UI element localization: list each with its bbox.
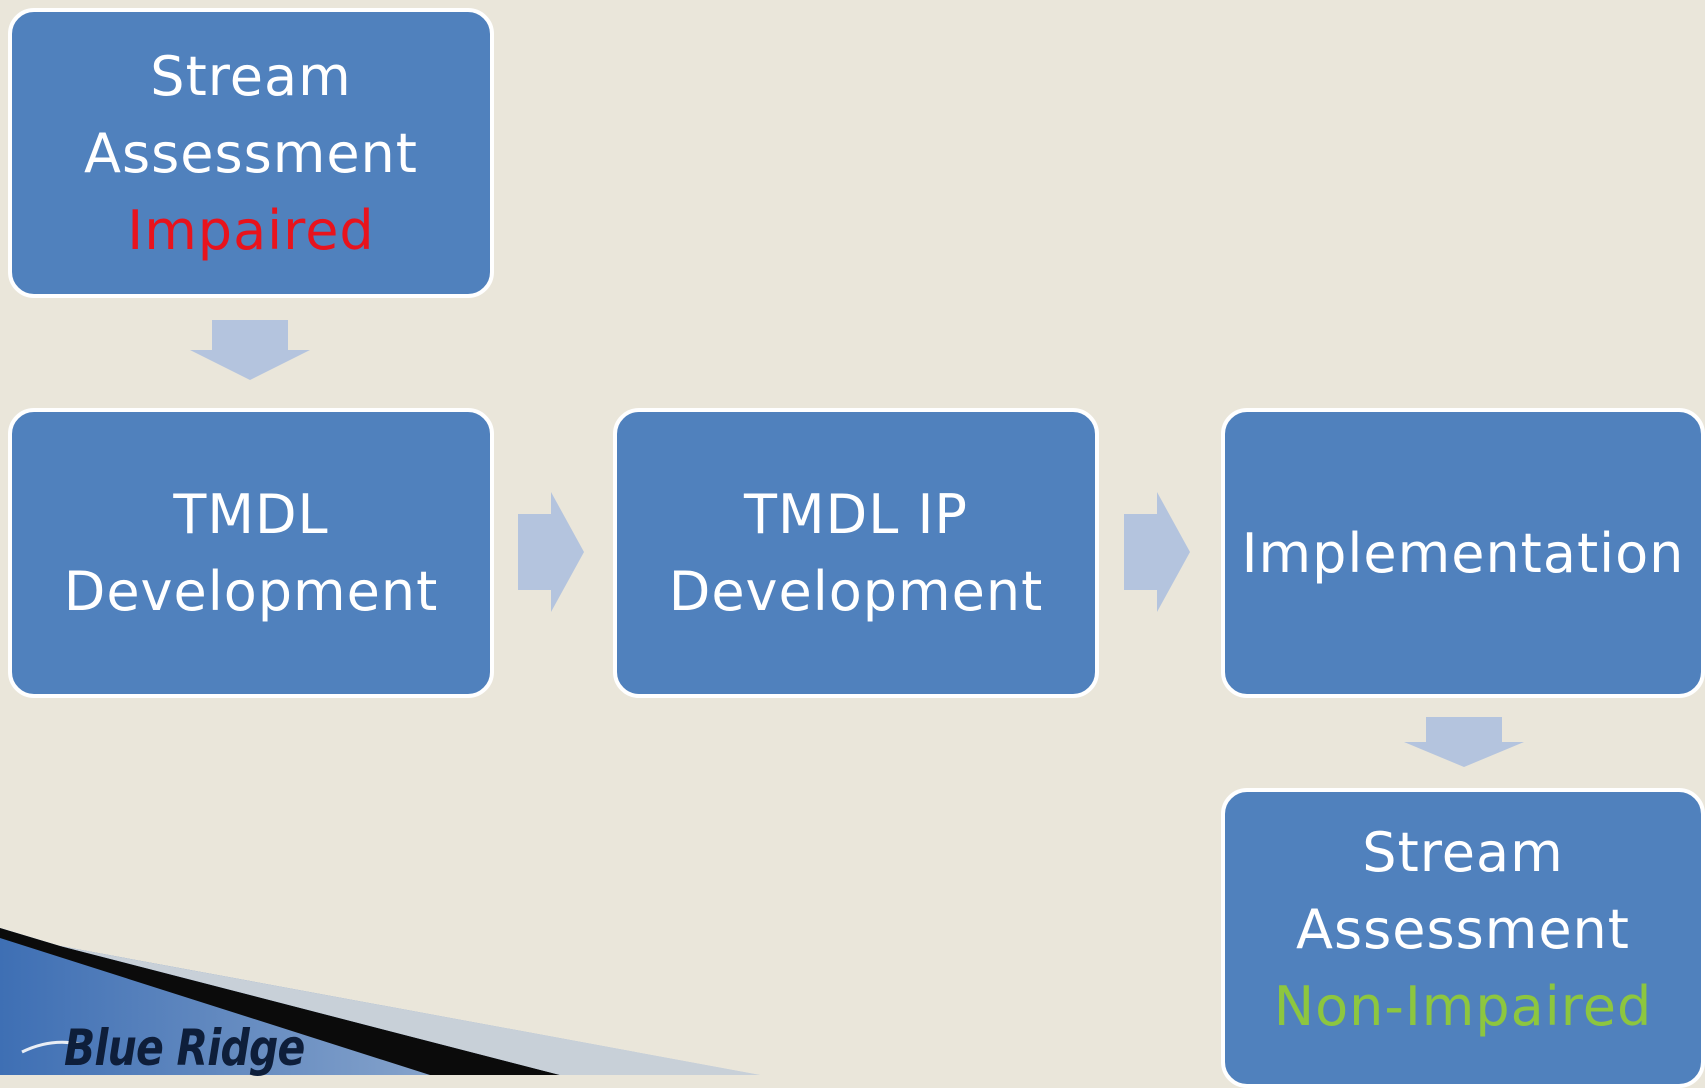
stream-assessment-line2: Assessment	[84, 121, 418, 185]
tmdl-development-box: TMDL Development	[8, 408, 494, 698]
tmdl-ip-development-line1: TMDL IP	[744, 483, 968, 546]
tmdl-development-line2: Development	[63, 560, 439, 623]
down-arrow-icon	[190, 320, 310, 380]
stream-assessment-non-impaired-box: Stream Assessment Non-Impaired	[1221, 788, 1705, 1088]
stream-assessment-line2: Assessment	[1296, 898, 1630, 961]
down-arrow-icon	[1404, 717, 1524, 767]
blue-ridge-logo-swoosh	[0, 928, 760, 1075]
tmdl-development-line1: TMDL	[173, 483, 329, 546]
right-arrow-icon	[518, 492, 584, 612]
stream-assessment-line1: Stream	[150, 44, 352, 108]
implementation-box: Implementation	[1221, 408, 1705, 698]
blue-ridge-logo-text: Blue Ridge	[64, 1019, 305, 1077]
tmdl-ip-development-box: TMDL IP Development	[613, 408, 1099, 698]
non-impaired-status-label: Non-Impaired	[1273, 975, 1653, 1038]
tmdl-ip-development-line2: Development	[668, 560, 1044, 623]
right-arrow-icon	[1124, 492, 1190, 612]
implementation-label: Implementation	[1241, 521, 1685, 585]
impaired-status-label: Impaired	[127, 198, 375, 262]
stream-assessment-impaired-box: Stream Assessment Impaired	[8, 8, 494, 298]
stream-assessment-line1: Stream	[1362, 821, 1564, 884]
